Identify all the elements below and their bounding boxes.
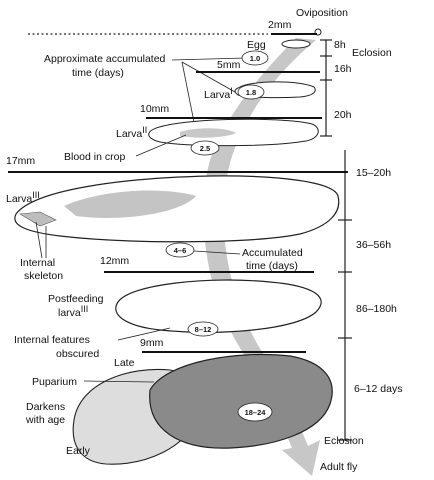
duration-label: 6–12 days (354, 383, 402, 395)
accumulated-value: 2.5 (200, 144, 210, 153)
larva3-label: LarvaIII (6, 190, 40, 205)
postfeeding-body (115, 279, 322, 333)
accumulated-bubble (237, 84, 265, 100)
larva2-crop (180, 128, 236, 138)
adult-fly-label: Adult fly (320, 461, 358, 473)
scale-bar-label-postfeeding: 12mm (100, 255, 129, 267)
skeleton-leader (35, 221, 43, 259)
internal-features-label-line1: Internal features (14, 334, 90, 346)
scale-bar-label-puparium: 9mm (140, 337, 164, 349)
approx-time-label-line1: Approximate accumulated (44, 53, 166, 65)
duration-label: 15–20h (356, 167, 391, 179)
puparium-late-body (149, 353, 333, 449)
duration-label: 16h (334, 63, 352, 75)
scale-bar-label-larva3: 17mm (6, 155, 35, 167)
accumulated-time-label-line1: Accumulated (242, 247, 303, 259)
larva2-label: LarvaII (116, 125, 147, 140)
approx-leader (171, 57, 246, 61)
larva3-crop (64, 190, 196, 218)
eclosion-bottom-label: Eclosion (324, 435, 364, 447)
puparium-label: Puparium (32, 376, 77, 388)
darkens-label-line1: Darkens (26, 401, 65, 413)
scale-bar-label-larva1: 5mm (217, 59, 241, 71)
accumulated-bubble (165, 242, 195, 258)
blood-in-crop-label: Blood in crop (64, 151, 125, 163)
accumulated-value: 1.0 (250, 54, 260, 63)
internal-skeleton-label-line1: Internal (20, 257, 55, 269)
larva3-body (14, 175, 340, 243)
accumulated-value: 1.8 (246, 88, 256, 97)
early-label: Early (66, 445, 91, 457)
scale-bar-label-egg: 2mm (268, 19, 292, 31)
duration-label: 8h (334, 39, 346, 51)
scale-bar-label-larva2: 10mm (140, 103, 169, 115)
darkens-label-line2: with age (25, 414, 65, 426)
late-label: Late (114, 357, 135, 369)
time-arrow (203, 38, 320, 476)
approx-time-label-line2: time (days) (72, 67, 124, 79)
postfeeding-label-line2: larvaIII (58, 304, 88, 319)
puparium-leader (83, 380, 155, 383)
accumulated-value: 4–6 (174, 246, 187, 255)
egg-shape (281, 39, 311, 49)
accumulated-bubble (241, 50, 269, 66)
internal-features-leader (117, 327, 171, 341)
larva3-skeleton (19, 211, 57, 227)
blood-leader (135, 134, 187, 157)
accumulated-bubble (190, 140, 220, 156)
accumulated-value: 18–24 (245, 408, 267, 417)
postfeeding-label-line1: Postfeeding (48, 293, 104, 305)
larva1-label: LarvaI (204, 86, 233, 101)
duration-label: 20h (334, 109, 352, 121)
accumulated-value: 8–12 (195, 325, 212, 334)
accumulated-bubble (237, 402, 273, 422)
duration-label: 36–56h (356, 239, 391, 251)
approx-leader (181, 61, 236, 93)
internal-skeleton-label-line2: skeleton (24, 270, 63, 282)
internal-features-label-line2: obscured (56, 348, 99, 360)
egg-label: Egg (247, 39, 266, 51)
accumulated-bubble (187, 321, 219, 337)
duration-label: 86–180h (356, 303, 397, 315)
eclosion-top-label: Eclosion (352, 47, 392, 59)
accumulated-time-label-line2: time (days) (246, 260, 298, 272)
accumulated-leader (193, 250, 241, 255)
oviposition-label: Oviposition (296, 7, 348, 19)
